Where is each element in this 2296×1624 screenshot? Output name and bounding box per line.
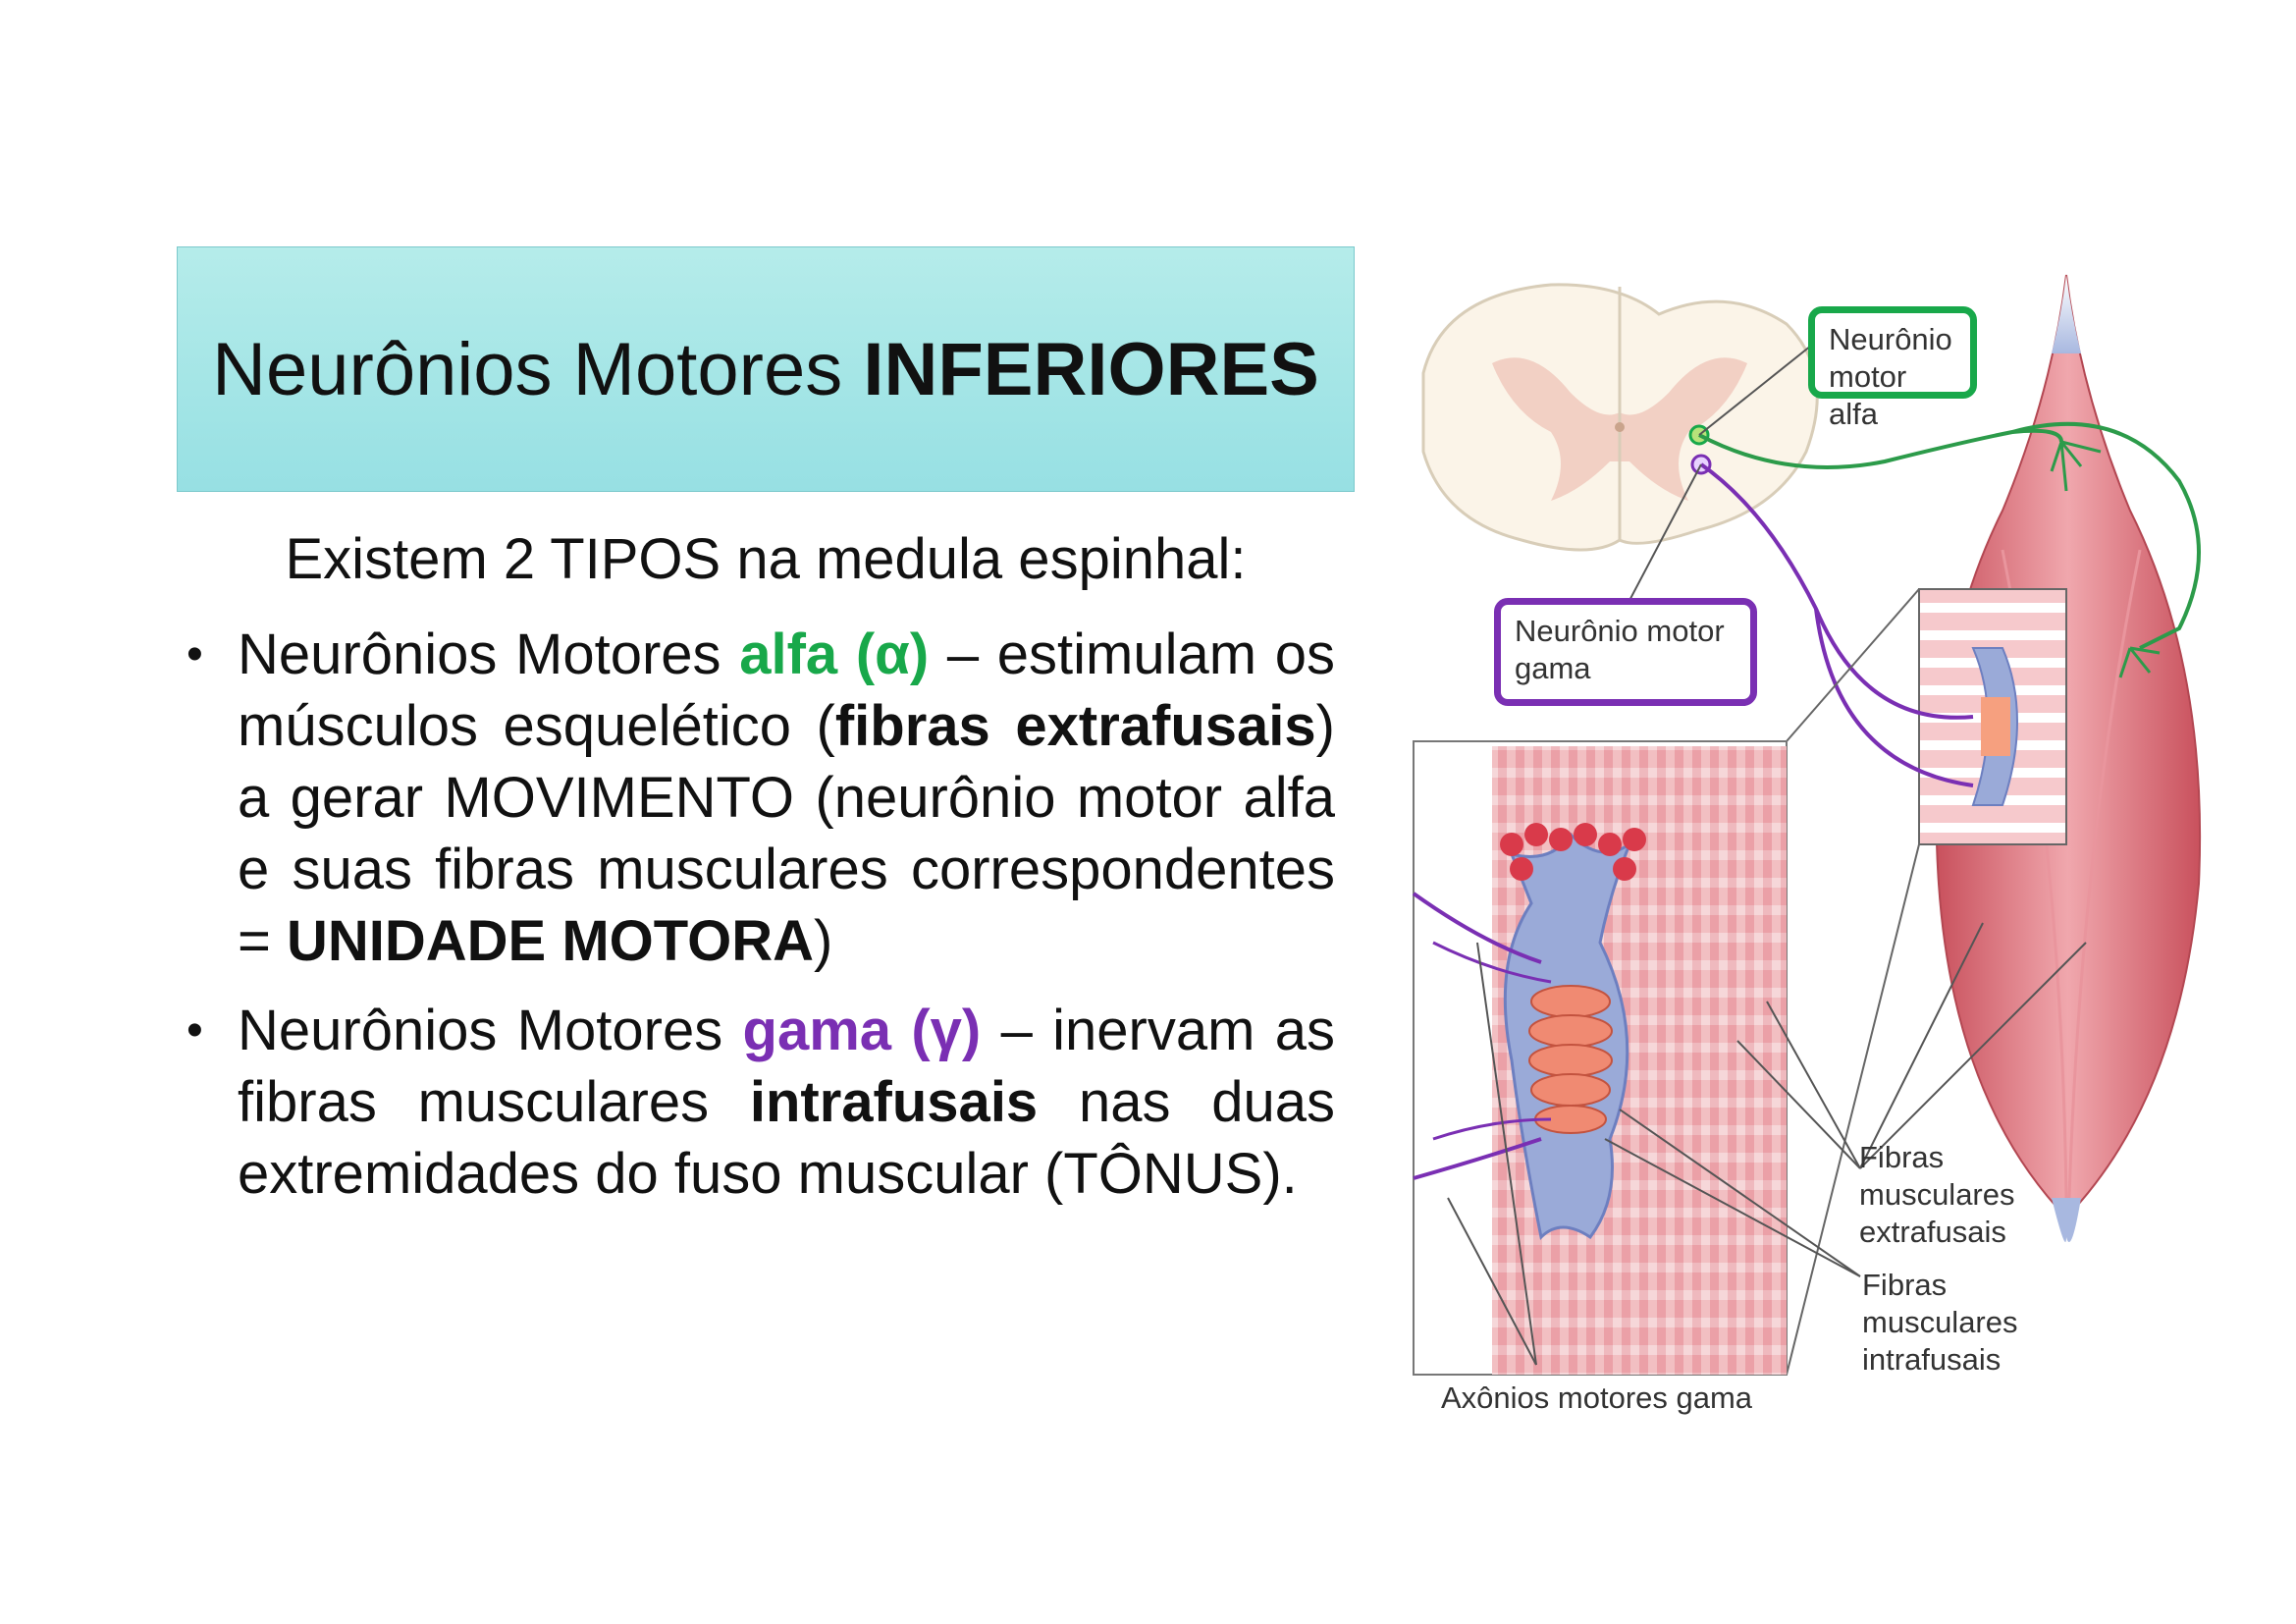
title-box: Neurônios Motores INFERIORES [177,246,1355,492]
alpha-neuron-label: Neurônio motor alfa [1808,306,1977,431]
gamma-axons-label: Axônios motores gama [1441,1380,1753,1415]
bullet-alpha: • Neurônios Motores alfa (α) – estimulam… [187,619,1335,977]
bullet-dot: • [187,1004,203,1056]
gamma-highlight: gama (γ) [742,999,982,1062]
alpha-highlight: alfa (α) [739,623,930,686]
bullet-list: • Neurônios Motores alfa (α) – estimulam… [187,619,1335,1227]
alpha-axon [1698,428,2063,469]
enlarged-spindle-panel [1412,740,1788,1376]
extrafusal-label: Fibras musculares extrafusais [1859,1140,2015,1249]
bullet-dot: • [187,628,203,680]
bullet-gamma: • Neurônios Motores gama (γ) – inervam a… [187,995,1335,1210]
intrafusal-label: Fibras musculares intrafusais [1862,1268,2018,1377]
muscle [1935,274,2202,1242]
spinal-cord-section [1421,283,1819,552]
anatomy-illustration [1412,274,2202,1376]
intro-text: Existem 2 TIPOS na medula espinhal: [285,527,1247,591]
muscle-spindle-figure: Neurônio motor alfa Neurônio motor gama … [1374,255,2277,1434]
gamma-neuron-label: Neurônio motor gama [1494,598,1757,706]
page-title: Neurônios Motores INFERIORES [212,327,1319,411]
